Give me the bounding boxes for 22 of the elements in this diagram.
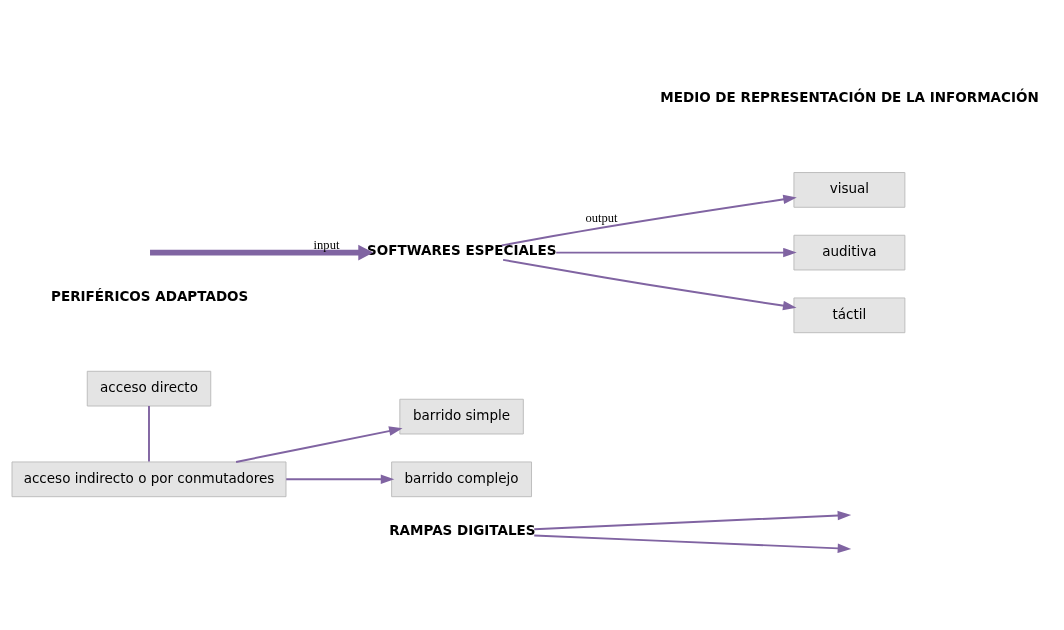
edge-label: output: [585, 210, 618, 225]
arrow: [235, 425, 403, 463]
node-box: auditiva: [793, 234, 906, 270]
node-box: acceso directo: [86, 370, 212, 406]
node-box: acceso indirecto o por conmutadores: [11, 461, 287, 497]
node-box: barrido complejo: [391, 461, 532, 497]
node-text: SOFTWARES ESPECIALES: [367, 241, 557, 258]
node-box: visual: [793, 171, 906, 208]
arrow: [555, 247, 797, 257]
arrow: [502, 258, 797, 310]
connector: [148, 404, 150, 463]
edge-label: input: [313, 237, 340, 252]
arrow: [533, 510, 852, 530]
arrow: [500, 194, 797, 246]
arrow: [285, 474, 395, 484]
label: PERIFÉRICOS ADAPTADOS: [51, 287, 249, 304]
node-box: táctil: [793, 296, 906, 333]
node-text: RAMPAS DIGITALES: [389, 521, 536, 538]
label: MEDIO DE REPRESENTACIÓN DE LA INFORMACIÓN: [660, 88, 1039, 105]
node-box: barrido simple: [399, 398, 524, 434]
arrow: [150, 244, 374, 260]
arrow: [533, 533, 852, 553]
